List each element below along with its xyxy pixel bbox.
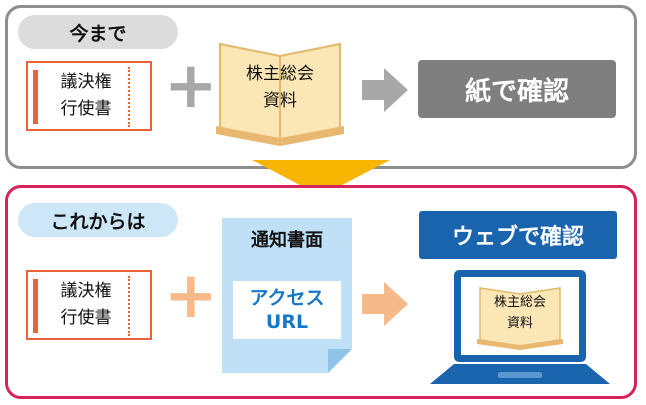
screen-line-2: 資料 [506, 316, 533, 331]
notice-title: 通知書面 [251, 230, 323, 251]
plus-icon: + [164, 49, 218, 123]
arrow-down-icon [252, 160, 390, 196]
document-icon [328, 349, 352, 373]
card-line-2: 行使書 [60, 99, 112, 119]
voting-form-text: 議決権 行使書 [44, 69, 128, 123]
screen-line-1: 株主総会 [493, 295, 546, 310]
card-perforation [128, 67, 130, 127]
voting-form-text: 議決権 行使書 [44, 278, 128, 332]
card-line-2: 行使書 [60, 308, 112, 328]
web-confirm-badge: ウェブで確認 [419, 211, 617, 259]
card-line-1: 議決権 [60, 72, 112, 92]
new-method-label: これからは [18, 203, 178, 237]
paper-confirm-badge: 紙で確認 [418, 60, 616, 118]
book-line-1: 株主総会 [246, 64, 314, 84]
arrow-right-icon [362, 282, 408, 326]
voting-form-card-new: 議決権 行使書 [26, 270, 152, 340]
laptop-icon [430, 270, 610, 384]
notice-line-2: URL [265, 311, 309, 333]
current-method-label: 今まで [18, 15, 178, 49]
open-book-icon [216, 42, 344, 146]
card-perforation [128, 276, 130, 336]
book-line-2: 資料 [263, 91, 297, 111]
arrow-right-icon [362, 68, 408, 112]
card-line-1: 議決権 [60, 281, 112, 301]
card-accent-bar [33, 70, 38, 124]
screen-material-text: 株主総会 資料 [480, 290, 560, 336]
access-url-box: アクセス URL [233, 281, 341, 339]
card-accent-bar [33, 279, 38, 333]
notice-line-1: アクセス [249, 287, 325, 309]
meeting-material-text: 株主総会 資料 [212, 58, 348, 118]
plus-icon: + [164, 259, 218, 333]
voting-form-card: 議決権 行使書 [26, 61, 152, 131]
